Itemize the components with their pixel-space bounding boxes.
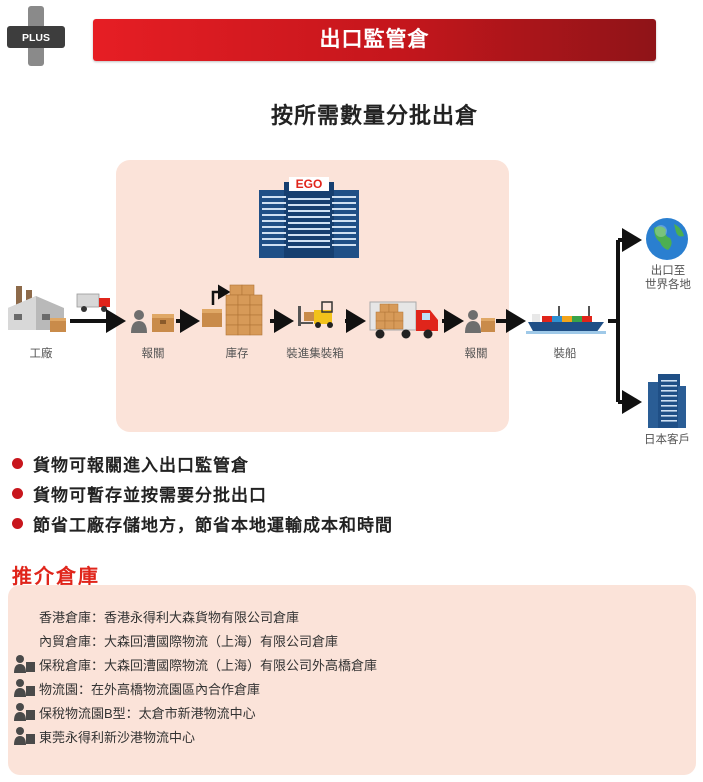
warehouse-text: 保稅物流園B型：太倉市新港物流中心	[39, 705, 256, 721]
customs-officer-icon	[465, 310, 495, 333]
warehouse-list-item: 香港倉庫：香港永得利大森貨物有限公司倉庫	[14, 605, 299, 627]
warehouse-list-item: 東莞永得利新沙港物流中心	[14, 725, 195, 747]
step-label-factory: 工廠	[29, 348, 53, 360]
forklift-icon	[298, 301, 333, 328]
warehouse-text: 東莞永得利新沙港物流中心	[39, 729, 196, 745]
destination-world-line2: 世界各地	[645, 279, 691, 291]
bullet-item: 貨物可暫存並按需要分批出口	[12, 481, 267, 506]
destination-world-label: 出口至 世界各地	[640, 264, 696, 292]
ego-sign: EGO	[296, 177, 323, 191]
small-truck-icon	[76, 293, 110, 312]
warehouse-list-item: 保稅物流園B型：太倉市新港物流中心	[14, 701, 256, 723]
globe-icon	[646, 218, 688, 260]
plus-badge-label: PLUS	[22, 32, 50, 44]
recommend-section-title: 推介倉庫	[12, 566, 100, 588]
container-truck-icon	[369, 301, 438, 339]
storage-boxes-icon	[202, 284, 263, 336]
bullet-text: 貨物可報關進入出口監管倉	[33, 456, 249, 475]
bullet-dot	[12, 488, 23, 499]
step-label-shipping: 裝船	[553, 348, 577, 360]
warehouse-text: 物流園：在外高橋物流園區內合作倉庫	[39, 681, 261, 697]
customs-officer-icon	[14, 703, 35, 721]
header-banner	[93, 19, 656, 61]
warehouse-text: 內貿倉庫：大森回漕國際物流（上海）有限公司倉庫	[39, 633, 339, 649]
bullet-text: 貨物可暫存並按需要分批出口	[33, 486, 267, 505]
step-label-loading: 裝進集裝箱	[286, 348, 344, 360]
factory-icon	[8, 286, 66, 332]
warehouse-list-item: 內貿倉庫：大森回漕國際物流（上海）有限公司倉庫	[14, 629, 338, 651]
bullet-text: 節省工廠存儲地方，節省本地運輸成本和時間	[33, 516, 393, 535]
page-title: 出口監管倉	[319, 28, 430, 51]
warehouse-list-item: 物流園：在外高橋物流園區內合作倉庫	[14, 677, 260, 699]
bullet-dot	[12, 518, 23, 529]
warehouse-text: 香港倉庫：香港永得利大森貨物有限公司倉庫	[39, 609, 300, 625]
ego-building-icon: EGO	[259, 177, 359, 258]
destination-world-line1: 出口至	[650, 265, 686, 277]
bullet-dot	[12, 458, 23, 469]
customs-officer-icon	[14, 727, 35, 745]
bullet-item: 貨物可報關進入出口監管倉	[12, 451, 249, 476]
recommend-panel	[8, 585, 696, 775]
diagram-subtitle: 按所需數量分批出倉	[270, 103, 478, 128]
customs-officer-icon	[131, 310, 174, 333]
warehouse-text: 保稅倉庫：大森回漕國際物流（上海）有限公司外高橋倉庫	[39, 657, 378, 673]
warehouse-list-item: 保稅倉庫：大森回漕國際物流（上海）有限公司外高橋倉庫	[14, 653, 377, 675]
step-label-customs-2: 報關	[464, 348, 488, 360]
customs-officer-icon	[14, 655, 35, 673]
step-label-customs-1: 報關	[141, 348, 165, 360]
cargo-ship-icon	[526, 306, 606, 334]
plus-badge: PLUS	[7, 6, 65, 66]
bullet-item: 節省工廠存儲地方，節省本地運輸成本和時間	[12, 511, 393, 536]
step-label-storage: 庫存	[225, 348, 249, 360]
office-building-icon	[648, 374, 686, 428]
destination-japan-label: 日本客戶	[644, 434, 690, 446]
customs-officer-icon	[14, 679, 35, 697]
